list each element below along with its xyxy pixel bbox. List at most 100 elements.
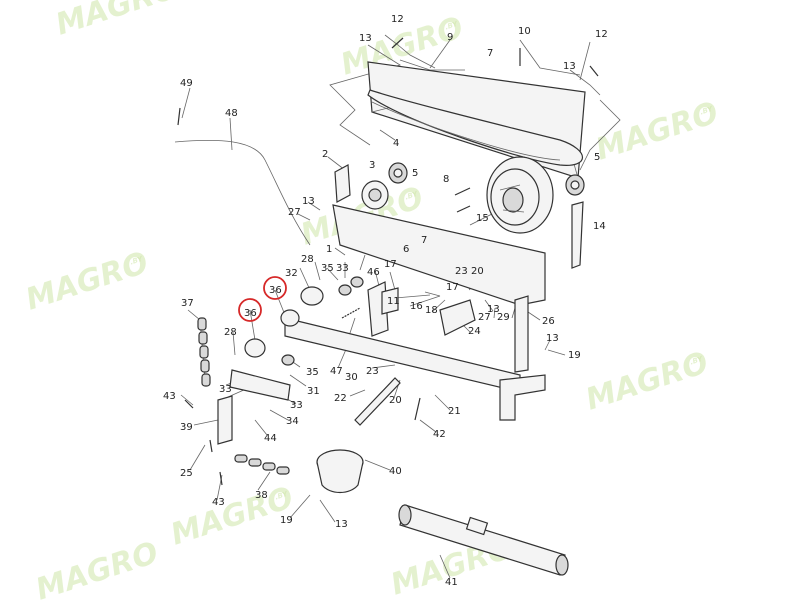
watermark: MAGRO: [22, 245, 153, 317]
part-small-pulley: [388, 162, 585, 196]
part-label: 41: [445, 577, 458, 588]
part-label: 7: [487, 48, 493, 59]
watermark-suffix: .BY: [444, 20, 459, 32]
part-label: 4: [393, 138, 399, 149]
part-label: 13: [359, 33, 372, 44]
part-bolt-12b: [589, 65, 599, 77]
part-label: 36: [244, 308, 257, 319]
part-label: 44: [264, 433, 277, 444]
part-label: 32: [285, 268, 298, 279]
part-label: 10: [518, 26, 531, 37]
part-label: 25: [180, 468, 193, 479]
part-bolt-12: [391, 37, 404, 49]
part-label: 29: [497, 312, 510, 323]
part-label: 3: [369, 160, 375, 171]
part-label: 12: [595, 29, 608, 40]
part-label: 27: [288, 207, 301, 218]
part-label: 15: [476, 213, 489, 224]
part-bushing-35: [350, 276, 364, 288]
part-label: 19: [280, 515, 293, 526]
part-shield-40: [316, 449, 364, 494]
highlight-circles: [238, 276, 287, 322]
part-large-pulley: [486, 156, 554, 234]
watermark-suffix: .BY: [274, 490, 289, 502]
part-label: 43: [212, 497, 225, 508]
highlight-circle-36b: [238, 298, 262, 322]
part-label: 2: [322, 149, 328, 160]
parts-artwork: [174, 37, 599, 576]
part-label: 49: [180, 78, 193, 89]
part-label: 1: [326, 244, 332, 255]
part-label: 20: [471, 266, 484, 277]
part-label: 39: [180, 422, 193, 433]
part-label: 27: [478, 312, 491, 323]
part-label: 16: [410, 301, 423, 312]
part-label: 23: [366, 366, 379, 377]
part-label: 28: [301, 254, 314, 265]
part-pin-49: [177, 107, 181, 126]
part-pulley-3: [361, 180, 389, 210]
watermark: MAGRO: [52, 0, 183, 43]
part-label: 35: [306, 367, 319, 378]
part-belt: [367, 89, 583, 166]
part-label: 36: [269, 285, 282, 296]
watermark-suffix: .BY: [689, 355, 704, 367]
part-label: 35: [321, 263, 334, 274]
part-bracket-39: [217, 395, 233, 445]
part-label: 47: [330, 366, 343, 377]
part-shaft-22: [354, 377, 401, 426]
watermark: MAGRO: [592, 95, 723, 167]
part-label: 8: [443, 174, 449, 185]
part-label: 33: [290, 400, 303, 411]
part-bolt-43: [184, 399, 194, 409]
part-plate-31: [229, 369, 291, 401]
part-label: 33: [219, 384, 232, 395]
highlight-circle-36a: [263, 276, 287, 300]
watermark-suffix: .BY: [404, 190, 419, 202]
watermark: MAGRO: [167, 480, 298, 552]
part-washer-32: [300, 286, 324, 306]
part-bolt-43b: [219, 471, 223, 486]
part-chain-37: [197, 317, 211, 387]
part-label: 11: [387, 296, 400, 307]
part-label: 5: [412, 168, 418, 179]
part-label: 26: [542, 316, 555, 327]
part-post-26: [514, 295, 529, 373]
part-cable-48: [174, 139, 311, 246]
part-main-plate: [332, 204, 546, 306]
part-label: 14: [593, 221, 606, 232]
part-label: 30: [345, 372, 358, 383]
watermark: MAGRO: [32, 535, 163, 600]
part-label: 42: [433, 429, 446, 440]
watermark-suffix: .BY: [129, 255, 144, 267]
part-label: 37: [181, 298, 194, 309]
part-label: 33: [336, 263, 349, 274]
part-label: 17: [384, 259, 397, 270]
part-label: 13: [487, 304, 500, 315]
part-bracket-46: [381, 287, 399, 315]
part-label: 23: [455, 266, 468, 277]
part-chain-38: [234, 454, 290, 475]
part-label: 20: [389, 395, 402, 406]
part-label: 34: [286, 416, 299, 427]
part-label: 22: [334, 393, 347, 404]
part-bushing-33: [338, 284, 352, 296]
part-washer-36a: [280, 309, 300, 327]
part-washer-36b: [244, 338, 266, 358]
part-bracket-2: [334, 164, 351, 203]
part-pin-8b: [456, 205, 471, 213]
part-label: 5: [594, 152, 600, 163]
part-label: 6: [403, 244, 409, 255]
part-label: 9: [447, 32, 453, 43]
part-label: 28: [224, 327, 237, 338]
part-tensioner-24: [439, 299, 476, 336]
part-label: 13: [302, 196, 315, 207]
part-pto-shaft-41: [398, 504, 569, 576]
part-label: 18: [425, 305, 438, 316]
part-label: 46: [367, 267, 380, 278]
part-label: 13: [335, 519, 348, 530]
part-label: 24: [468, 326, 481, 337]
part-bracket-right: [499, 374, 546, 421]
part-label: 43: [163, 391, 176, 402]
